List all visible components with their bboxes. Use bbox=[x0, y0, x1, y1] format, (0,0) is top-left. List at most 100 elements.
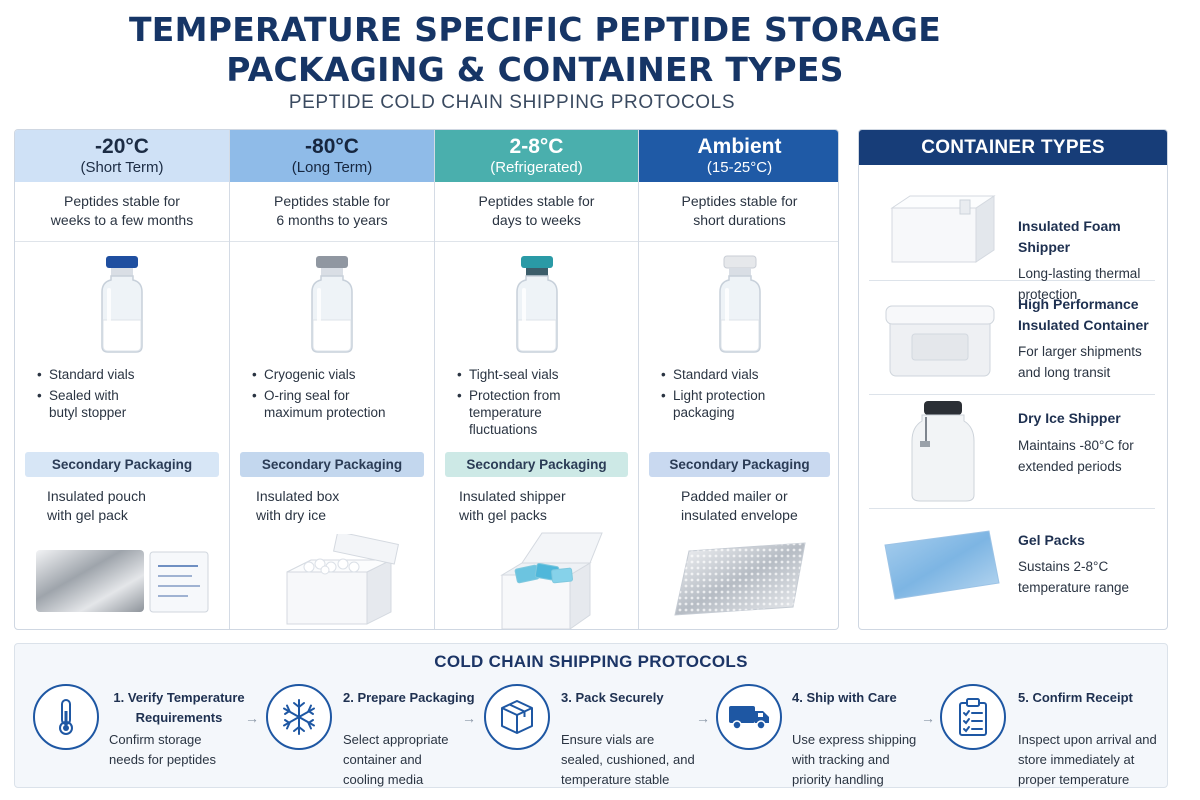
column-temperature: -20°C bbox=[95, 135, 149, 158]
temperature-column-ambient: Ambient (15-25°C) Peptides stable for sh… bbox=[639, 130, 838, 629]
secondary-line2: with gel pack bbox=[47, 507, 128, 523]
vial-cap bbox=[316, 256, 348, 268]
vial-image bbox=[435, 242, 638, 362]
container-item-high-performance: High Performance Insulated Container For… bbox=[869, 281, 1155, 395]
vial-cap bbox=[723, 255, 756, 269]
stability-line2: 6 months to years bbox=[276, 212, 388, 228]
column-stability: Peptides stable for 6 months to years bbox=[230, 182, 434, 242]
container-types-panel: CONTAINER TYPES Insulated Foam Shipper L… bbox=[858, 129, 1168, 630]
stability-line1: Peptides stable for bbox=[681, 193, 798, 209]
arrow-right-icon: → bbox=[245, 710, 259, 726]
secondary-packaging-desc: Insulated shipper with gel packs bbox=[435, 477, 638, 531]
secondary-line2: insulated envelope bbox=[681, 507, 798, 523]
insulated-pouch-image bbox=[15, 531, 229, 629]
stability-line1: Peptides stable for bbox=[274, 193, 390, 209]
insulated-shipper-image bbox=[435, 531, 638, 629]
secondary-packaging-desc: Insulated pouch with gel pack bbox=[15, 477, 229, 531]
container-desc: Sustains 2-8°C temperature range bbox=[1018, 559, 1130, 595]
vial-image bbox=[230, 242, 434, 362]
step-title: 2. Prepare Packaging bbox=[343, 690, 475, 705]
secondary-line1: Padded mailer or bbox=[681, 488, 788, 504]
temperature-panel: -20°C (Short Term) Peptides stable for w… bbox=[14, 129, 839, 630]
vial-cap bbox=[106, 256, 138, 268]
stability-line2: short durations bbox=[693, 212, 786, 228]
step-title: 4. Ship with Care bbox=[792, 690, 897, 705]
column-stability: Peptides stable for days to weeks bbox=[435, 182, 638, 242]
stability-line2: days to weeks bbox=[492, 212, 581, 228]
column-temperature: -80°C bbox=[305, 135, 359, 158]
feature-item: Protection from temperature fluctuations bbox=[457, 387, 579, 438]
arrow-right-icon: → bbox=[462, 710, 476, 726]
secondary-line1: Insulated shipper bbox=[459, 488, 566, 504]
vial-image bbox=[15, 242, 229, 362]
stability-line2: weeks to a few months bbox=[50, 212, 194, 228]
column-term: (15-25°C) bbox=[706, 159, 773, 176]
secondary-packaging-label: Secondary Packaging bbox=[25, 452, 219, 477]
feature-item: Light protection packaging bbox=[661, 387, 783, 421]
container-name: Dry Ice Shipper bbox=[1018, 410, 1121, 426]
vial-cap bbox=[520, 256, 553, 268]
container-desc: Long-lasting thermal protection bbox=[1018, 266, 1141, 302]
secondary-line1: Insulated box bbox=[256, 488, 340, 504]
step-desc: Use express shipping with tracking and p… bbox=[792, 732, 917, 787]
feature-item: Standard vials bbox=[661, 366, 838, 383]
column-term: (Short Term) bbox=[80, 159, 164, 176]
secondary-packaging-label: Secondary Packaging bbox=[649, 452, 830, 477]
column-temperature: Ambient bbox=[697, 135, 782, 158]
container-desc: For larger shipments and long transit bbox=[1018, 344, 1142, 380]
foam-shipper-image bbox=[869, 175, 1014, 271]
secondary-line2: with gel packs bbox=[459, 507, 547, 523]
stability-line1: Peptides stable for bbox=[478, 193, 595, 209]
arrow-right-icon: → bbox=[696, 710, 710, 726]
step-title: 5. Confirm Receipt bbox=[1018, 690, 1133, 705]
box-icon bbox=[484, 684, 550, 750]
container-item-dry-ice-shipper: Dry Ice Shipper Maintains -80°C for exte… bbox=[869, 395, 1155, 509]
secondary-line2: with dry ice bbox=[256, 507, 327, 523]
protocols-title: COLD CHAIN SHIPPING PROTOCOLS bbox=[434, 652, 748, 671]
column-term: (Long Term) bbox=[291, 159, 373, 176]
step-desc: Ensure vials are sealed, cushioned, and … bbox=[561, 732, 695, 787]
vial-features: Tight-seal vials Protection from tempera… bbox=[435, 366, 638, 452]
column-header: Ambient (15-25°C) bbox=[639, 130, 838, 182]
column-header: 2-8°C (Refrigerated) bbox=[435, 130, 638, 182]
feature-item: Standard vials bbox=[37, 366, 229, 383]
temperature-column-minus80: -80°C (Long Term) Peptides stable for 6 … bbox=[230, 130, 435, 629]
temperature-column-minus20: -20°C (Short Term) Peptides stable for w… bbox=[15, 130, 230, 629]
insulated-container-image bbox=[869, 289, 1014, 385]
page-subtitle: PEPTIDE COLD CHAIN SHIPPING PROTOCOLS bbox=[288, 92, 736, 113]
container-item-gel-packs: Gel Packs Sustains 2-8°C temperature ran… bbox=[869, 509, 1155, 623]
arrow-right-icon: → bbox=[921, 710, 935, 726]
vial-features: Cryogenic vials O-ring seal for maximum … bbox=[230, 366, 434, 452]
vial-features: Standard vials Light protection packagin… bbox=[639, 366, 838, 452]
container-name: High Performance Insulated Container bbox=[1018, 296, 1149, 333]
clipboard-checklist-icon bbox=[940, 684, 1006, 750]
secondary-packaging-desc: Insulated box with dry ice bbox=[230, 477, 434, 531]
container-types-title: CONTAINER TYPES bbox=[859, 130, 1167, 165]
feature-item: Tight-seal vials bbox=[457, 366, 638, 383]
secondary-line1: Insulated pouch bbox=[47, 488, 146, 504]
container-name: Insulated Foam Shipper bbox=[1018, 218, 1121, 255]
vial-image bbox=[639, 242, 838, 362]
secondary-packaging-desc: Padded mailer or insulated envelope bbox=[639, 477, 838, 531]
feature-item: Sealed with butyl stopper bbox=[37, 387, 149, 421]
shipping-protocols-panel: COLD CHAIN SHIPPING PROTOCOLS 1. Verify … bbox=[14, 643, 1168, 788]
insulated-box-image bbox=[230, 531, 434, 629]
container-name: Gel Packs bbox=[1018, 532, 1085, 548]
dry-ice-shipper-image bbox=[869, 401, 1014, 502]
truck-icon bbox=[716, 684, 782, 750]
column-term: (Refrigerated) bbox=[490, 159, 583, 176]
temperature-column-refrigerated: 2-8°C (Refrigerated) Peptides stable for… bbox=[435, 130, 639, 629]
feature-item: O-ring seal for maximum protection bbox=[252, 387, 404, 421]
column-stability: Peptides stable for weeks to a few month… bbox=[15, 182, 229, 242]
step-desc: Inspect upon arrival and store immediate… bbox=[1018, 732, 1157, 787]
feature-item: Cryogenic vials bbox=[252, 366, 434, 383]
secondary-packaging-label: Secondary Packaging bbox=[445, 452, 628, 477]
container-item-foam-shipper: Insulated Foam Shipper Long-lasting ther… bbox=[869, 167, 1155, 302]
column-stability: Peptides stable for short durations bbox=[639, 182, 838, 242]
page-title-line1: TEMPERATURE SPECIFIC PEPTIDE STORAGE bbox=[128, 10, 942, 49]
secondary-packaging-label: Secondary Packaging bbox=[240, 452, 424, 477]
step-desc: Confirm storage needs for peptides bbox=[109, 732, 216, 767]
container-desc: Maintains -80°C for extended periods bbox=[1018, 438, 1134, 474]
vial-features: Standard vials Sealed with butyl stopper bbox=[15, 366, 229, 452]
stability-line1: Peptides stable for bbox=[64, 193, 180, 209]
